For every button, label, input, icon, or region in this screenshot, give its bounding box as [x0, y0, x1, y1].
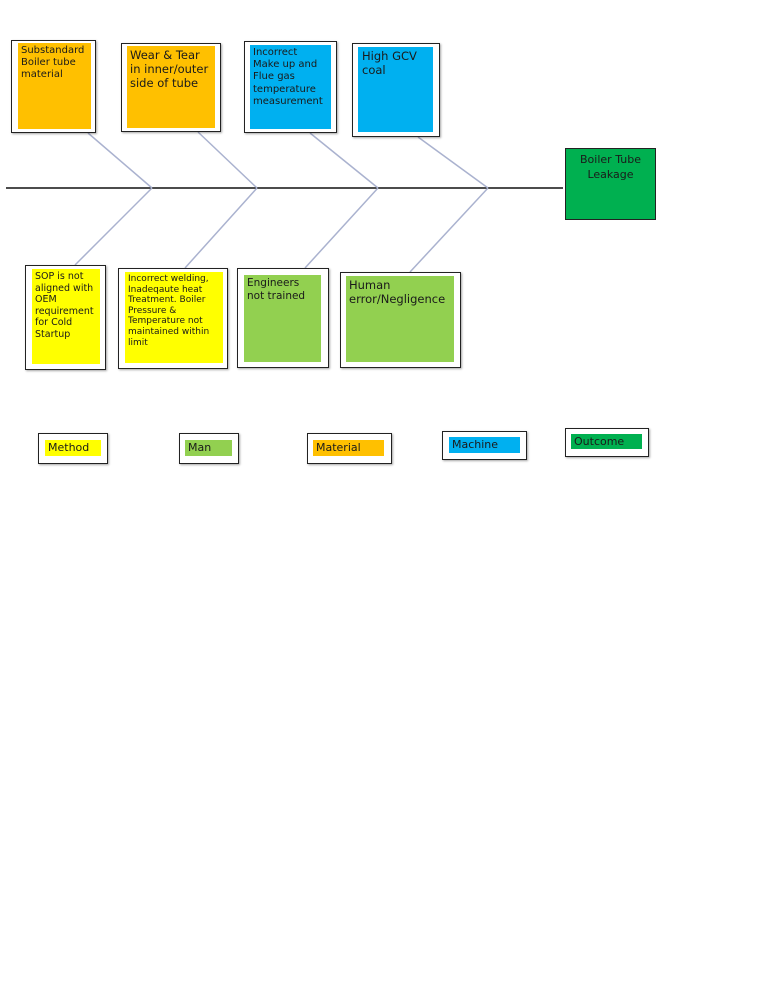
bone-material-2: [197, 131, 258, 189]
bone-method-1: [74, 187, 153, 266]
legend-outcome: Outcome: [571, 434, 642, 449]
cause-man-human-error: Human error/Negligence: [346, 276, 454, 362]
legend-material: Material: [313, 440, 384, 456]
legend-man: Man: [185, 440, 232, 456]
cause-material-wear-tear: Wear & Tear in inner/outer side of tube: [127, 46, 215, 128]
bone-machine-1: [309, 132, 379, 189]
bone-method-2: [184, 187, 258, 269]
bone-man-1: [304, 187, 379, 269]
outcome-box: Boiler Tube Leakage: [565, 148, 656, 220]
cause-man-engineers-not-trained: Engineers not trained: [244, 275, 321, 362]
cause-machine-high-gcv-coal: High GCV coal: [358, 47, 433, 132]
cause-machine-incorrect-measurement: Incorrect Make up and Flue gas temperatu…: [250, 45, 331, 129]
bone-man-2: [409, 187, 489, 273]
cause-material-substandard-tube: Substandard Boiler tube material: [18, 43, 91, 129]
legend-method: Method: [45, 440, 101, 456]
cause-method-sop-not-aligned: SOP is not aligned with OEM requirement …: [32, 269, 100, 364]
bone-material-1: [87, 132, 153, 189]
bone-machine-2: [417, 136, 489, 189]
legend-machine: Machine: [449, 437, 520, 453]
cause-method-incorrect-welding: Incorrect welding, Inadeqaute heat Treat…: [125, 272, 223, 363]
